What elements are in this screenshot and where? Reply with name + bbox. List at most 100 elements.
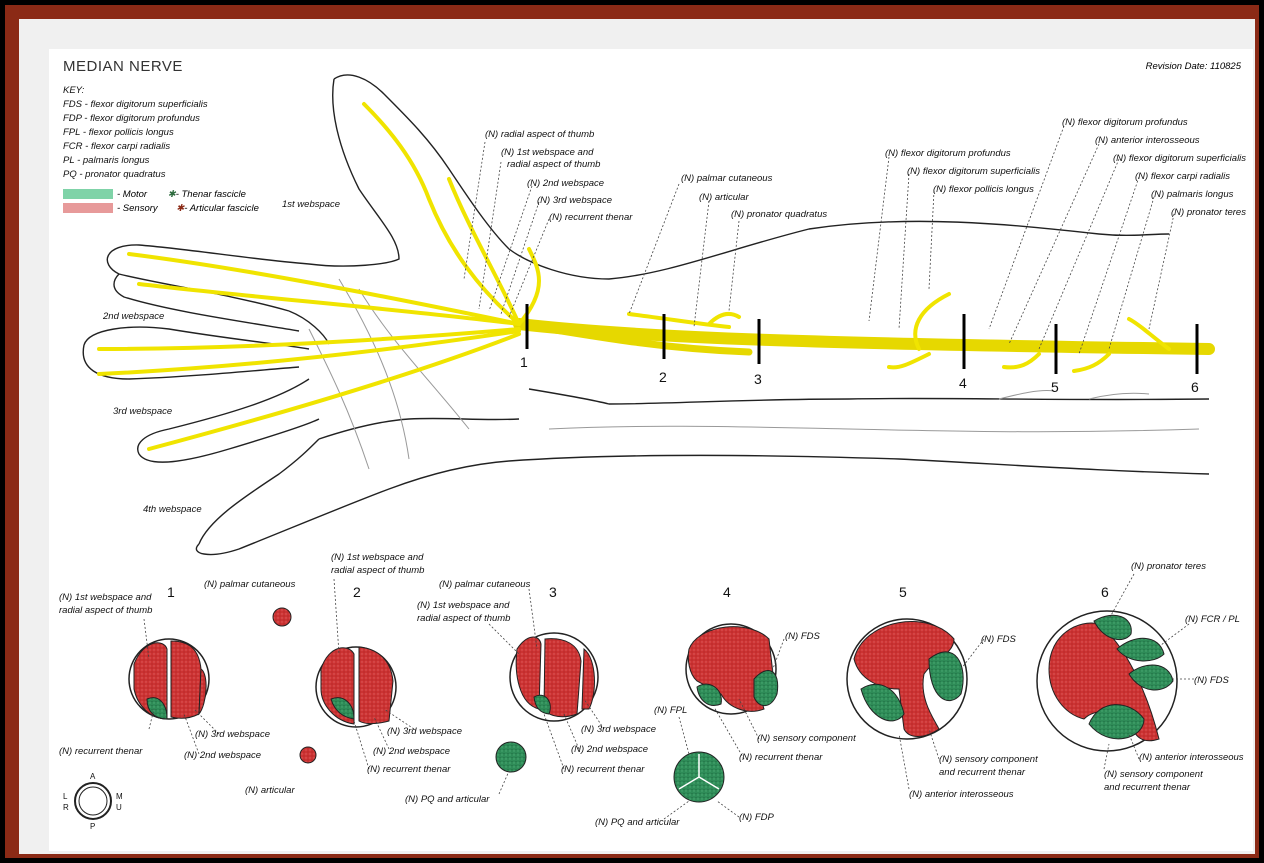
key-item: FDP - flexor digitorum profundus (63, 113, 200, 124)
level-number-4: 4 (959, 375, 967, 391)
s1-label-2nd-webspace: (N) 2nd webspace (184, 750, 262, 761)
s4-label-pq: (N) PQ and articular (595, 817, 680, 828)
s3-label-recurrent: (N) recurrent thenar (561, 764, 645, 775)
sensory-swatch (63, 203, 113, 214)
level-number-3: 3 (754, 371, 762, 387)
s3-label-palmar: (N) palmar cutaneous (439, 579, 531, 590)
s6-label-sc-a: (N) sensory component (1104, 769, 1203, 780)
s2-label-a: (N) 1st webspace and (331, 552, 424, 563)
label-fpl: (N) flexor pollicis longus (933, 184, 1034, 195)
label-fds-right: (N) flexor digitorum superficialis (1113, 153, 1247, 164)
s1-label-articular: (N) articular (245, 785, 295, 796)
revision-date: Revision Date: 110825 (1145, 61, 1241, 72)
label-palmaris-longus: (N) palmaris longus (1151, 189, 1234, 200)
key-item: PQ - pronator quadratus (63, 169, 166, 180)
s4-label-fdp: (N) FDP (739, 812, 774, 823)
s6-label-ai: (N) anterior interosseous (1139, 752, 1244, 763)
key-item: FCR - flexor carpi radialis (63, 141, 171, 152)
s3-label-pq: (N) PQ and articular (405, 794, 490, 805)
thenar-star-icon: ✱ (167, 189, 176, 200)
label-recurrent-thenar: (N) recurrent thenar (549, 212, 633, 223)
cross-section-5 (846, 618, 968, 740)
s6-label-pt: (N) pronator teres (1131, 561, 1206, 572)
section-2-number: 2 (353, 584, 361, 600)
articular-label: - Articular fascicle (184, 203, 259, 214)
label-1st-webspace: 1st webspace (282, 199, 341, 210)
articular-star-icon: ✱ (176, 203, 185, 214)
key-item: PL - palmaris longus (63, 155, 150, 166)
label-pronator-quadratus: (N) pronator quadratus (731, 209, 828, 220)
section-leader-lines (143, 573, 1194, 820)
label-fds-left: (N) flexor digitorum superficialis (907, 166, 1041, 177)
section-1-number: 1 (167, 584, 175, 600)
label-4th-webspace: 4th webspace (143, 504, 202, 515)
key-legend: KEY: FDS - flexor digitorum superficiali… (63, 84, 208, 182)
key-heading: KEY: (63, 85, 85, 96)
label-2nd-webspace-branch: (N) 2nd webspace (527, 178, 605, 189)
s2-label-recurrent: (N) recurrent thenar (367, 764, 451, 775)
s1-label-3rd-webspace: (N) 3rd webspace (195, 729, 270, 740)
s5-label-sc-b: and recurrent thenar (939, 767, 1026, 778)
label-2nd-webspace: 2nd webspace (103, 311, 165, 322)
s1-label-recurrent: (N) recurrent thenar (59, 746, 143, 757)
s5-label-fds: (N) FDS (981, 634, 1016, 645)
s4-label-fds: (N) FDS (785, 631, 820, 642)
level-number-1: 1 (520, 354, 528, 370)
label-3rd-webspace: 3rd webspace (113, 406, 173, 417)
label-3rd-webspace-branch: (N) 3rd webspace (537, 195, 612, 206)
nerve-trunk (513, 318, 1215, 356)
level-markers (525, 304, 1199, 374)
label-articular: (N) articular (699, 192, 749, 203)
label-fcr: (N) flexor carpi radialis (1135, 171, 1231, 182)
diagram-title: MEDIAN NERVE (63, 58, 183, 75)
frame-mat: MEDIAN NERVE Revision Date: 110825 KEY: … (19, 19, 1255, 854)
compass-l: L (63, 792, 68, 801)
level-number-5: 5 (1051, 379, 1059, 395)
label-fdp-left: (N) flexor digitorum profundus (885, 148, 1011, 159)
s5-label-ai: (N) anterior interosseous (909, 789, 1014, 800)
diagram-sheet: MEDIAN NERVE Revision Date: 110825 KEY: … (49, 49, 1253, 851)
compass-a: A (90, 772, 96, 781)
motor-label: - Motor (117, 189, 148, 200)
thenar-label: - Thenar fascicle (175, 189, 246, 200)
color-legend: - Motor ✱- Thenar fascicle - Sensory ✱- … (63, 189, 259, 217)
level-number-6: 6 (1191, 379, 1199, 395)
cross-section-4 (673, 623, 779, 803)
s6-label-sc-b: and recurrent thenar (1104, 782, 1191, 793)
s3-label-3rd-webspace: (N) 3rd webspace (581, 724, 656, 735)
s3-label-2nd-webspace: (N) 2nd webspace (571, 744, 649, 755)
s3-label-a: (N) 1st webspace and (417, 600, 510, 611)
section-5-number: 5 (899, 584, 907, 600)
section-4-number: 4 (723, 584, 731, 600)
s2-label-b: radial aspect of thumb (331, 565, 425, 576)
label-palmar-cutaneous: (N) palmar cutaneous (681, 173, 773, 184)
label-anterior-interosseous: (N) anterior interosseous (1095, 135, 1200, 146)
arm-outline (82, 74, 1210, 556)
key-item: FDS - flexor digitorum superficialis (63, 99, 208, 110)
section-3-number: 3 (549, 584, 557, 600)
label-web1-radial-b: radial aspect of thumb (507, 159, 601, 170)
s4-label-recurrent: (N) recurrent thenar (739, 752, 823, 763)
sensory-label: - Sensory (117, 203, 158, 214)
s6-label-fds: (N) FDS (1194, 675, 1229, 686)
label-fdp-right: (N) flexor digitorum profundus (1062, 117, 1188, 128)
cross-section-6 (1036, 610, 1178, 752)
label-pronator-teres: (N) pronator teres (1171, 207, 1246, 218)
key-item: FPL - flexor pollicis longus (63, 127, 174, 138)
label-radial-thumb: (N) radial aspect of thumb (485, 129, 595, 140)
median-nerve-illustration (74, 74, 1215, 820)
s2-label-3rd-webspace: (N) 3rd webspace (387, 726, 462, 737)
level-number-2: 2 (659, 369, 667, 385)
s4-label-sensory: (N) sensory component (757, 733, 856, 744)
s1-label-a: (N) 1st webspace and (59, 592, 152, 603)
compass-m: M (116, 792, 123, 801)
leader-lines (463, 125, 1175, 355)
s1-label-palmar: (N) palmar cutaneous (204, 579, 296, 590)
compass-u: U (116, 803, 122, 812)
motor-swatch (63, 189, 113, 200)
compass-r: R (63, 803, 69, 812)
s3-label-b: radial aspect of thumb (417, 613, 511, 624)
cross-section-3 (495, 632, 599, 773)
s6-label-fcr: (N) FCR / PL (1185, 614, 1240, 625)
